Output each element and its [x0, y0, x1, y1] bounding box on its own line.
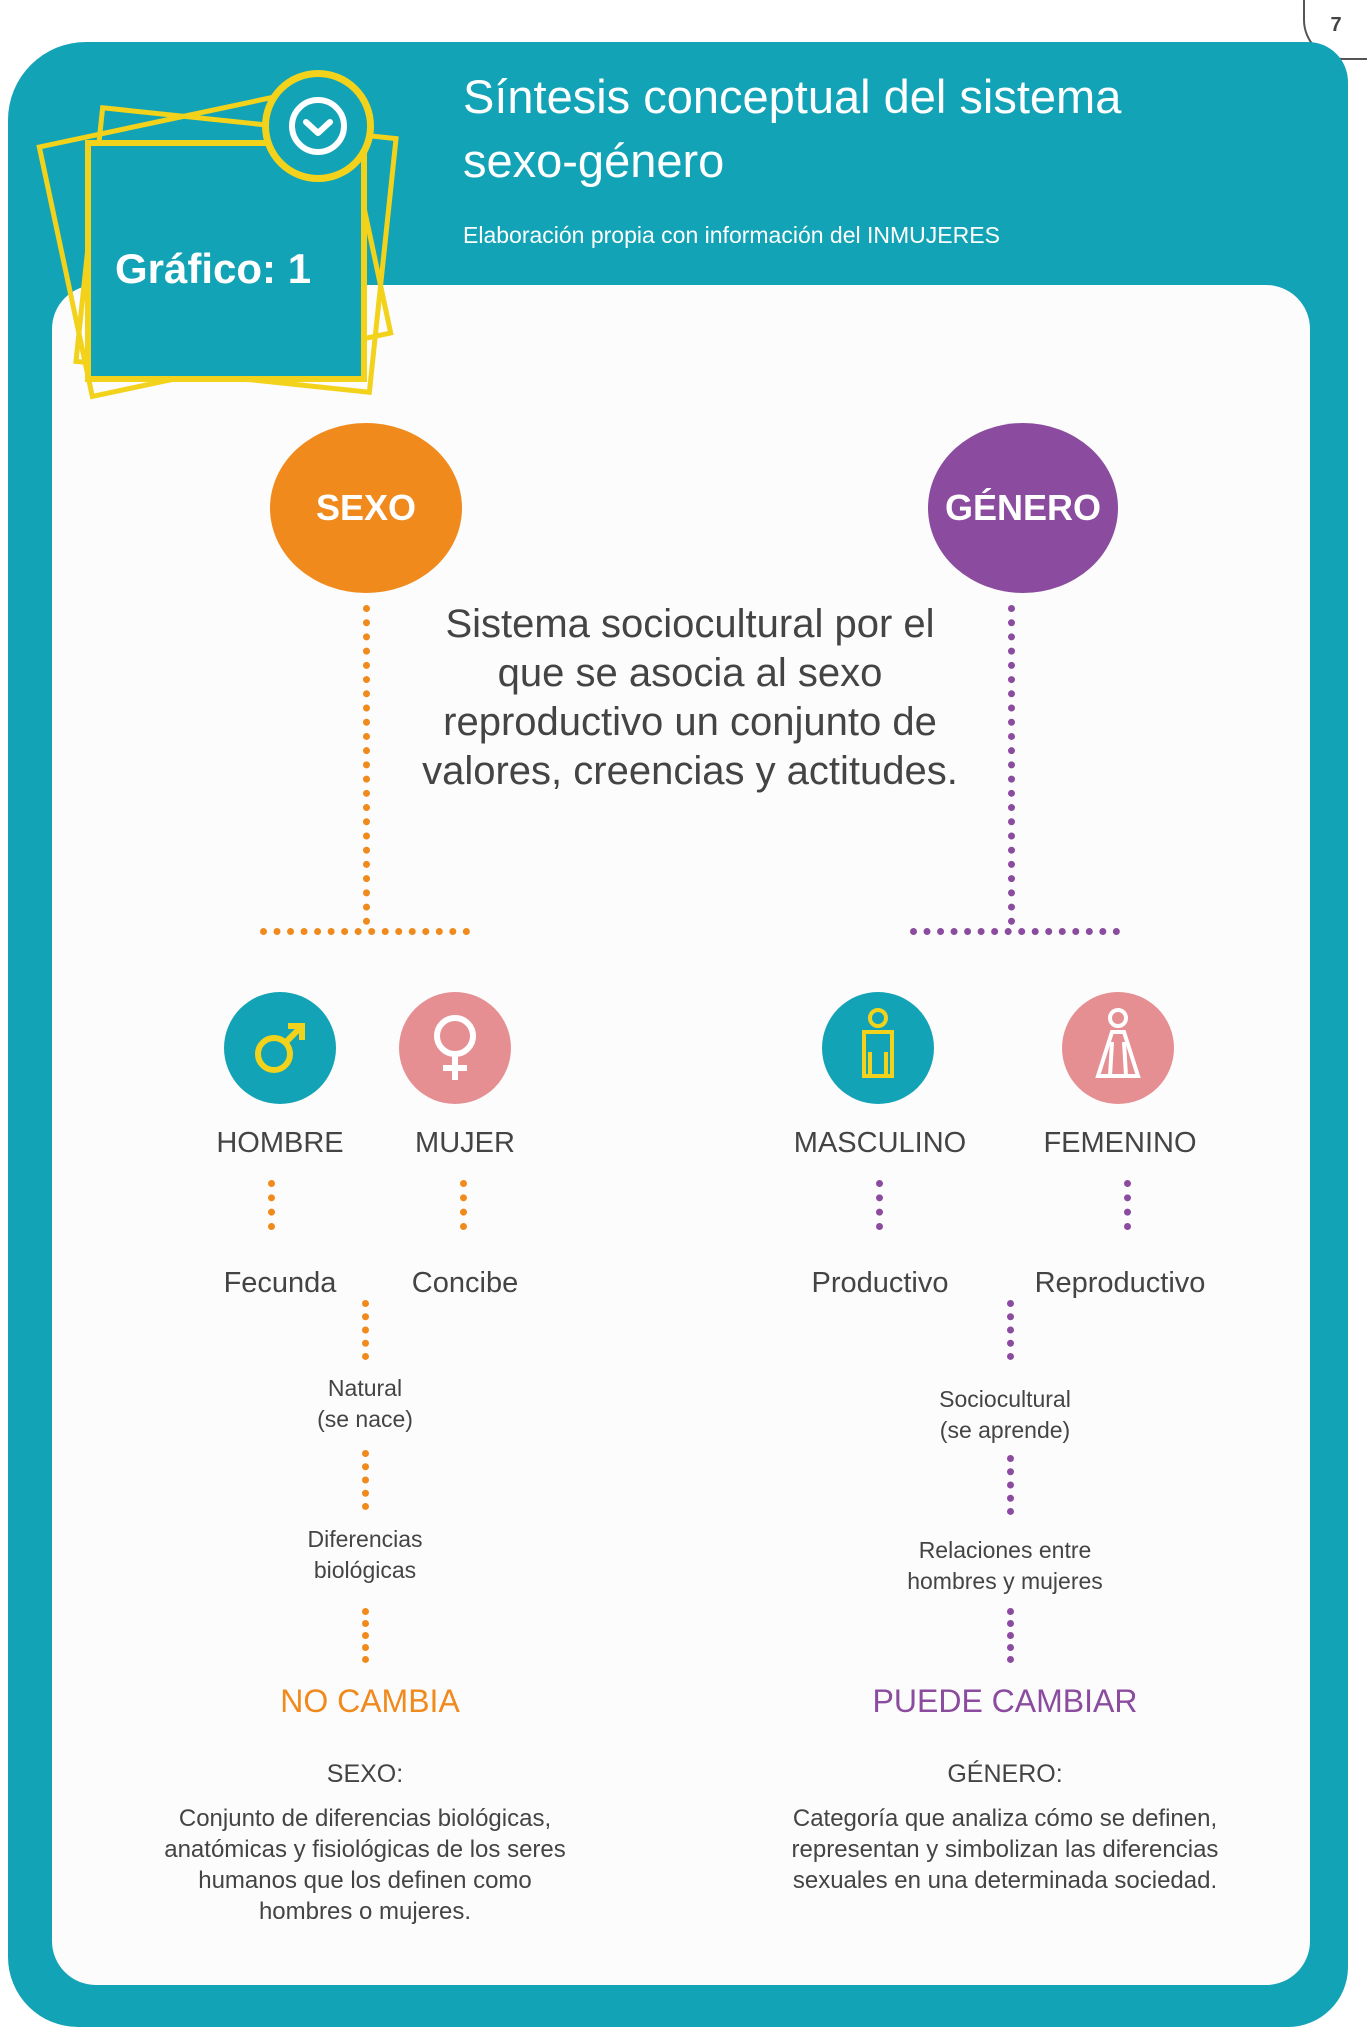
- genero-node: GÉNERO: [928, 423, 1118, 593]
- connector-line: [260, 928, 470, 935]
- connector-line: [362, 1300, 369, 1360]
- sexo-definition: Conjunto de diferencias biológicas, anat…: [164, 1805, 566, 1925]
- puede-cambiar-label: PUEDE CAMBIAR: [872, 1683, 1138, 1719]
- connector-line: [460, 1180, 467, 1230]
- genero-definition: Categoría que analiza cómo se definen, r…: [791, 1805, 1219, 1894]
- connector-line: [362, 1450, 369, 1510]
- concibe-label: Concibe: [411, 1267, 519, 1299]
- reproductivo-label: Reproductivo: [1034, 1267, 1206, 1299]
- connector-line: [1008, 605, 1015, 925]
- sexo-definition-title: SEXO:: [326, 1760, 404, 1788]
- connector-line: [1007, 1608, 1014, 1663]
- genero-definition-title: GÉNERO:: [947, 1760, 1063, 1788]
- page-subtitle: Elaboración propia con información del I…: [463, 222, 1000, 248]
- connector-line: [268, 1180, 275, 1230]
- femenino-label: FEMENINO: [1043, 1127, 1197, 1159]
- page-title: Síntesis conceptual del sistema sexo-gén…: [463, 70, 1122, 187]
- check-circle-icon: [262, 70, 374, 182]
- female-symbol-icon: [399, 992, 511, 1104]
- relaciones-label: Relaciones entre hombres y mujeres: [907, 1537, 1103, 1594]
- hombre-label: HOMBRE: [216, 1127, 344, 1159]
- connector-line: [1007, 1300, 1014, 1360]
- no-cambia-label: NO CAMBIA: [280, 1683, 460, 1719]
- fecunda-label: Fecunda: [223, 1267, 337, 1299]
- connector-line: [1124, 1180, 1131, 1230]
- feminine-figure-icon: [1062, 992, 1174, 1104]
- badge-label: Gráfico: 1: [115, 245, 312, 292]
- connector-line: [876, 1180, 883, 1230]
- mujer-label: MUJER: [415, 1127, 515, 1159]
- connector-line: [363, 605, 370, 925]
- productivo-label: Productivo: [811, 1267, 949, 1299]
- masculino-label: MASCULINO: [793, 1127, 967, 1159]
- masculine-figure-icon: [822, 992, 934, 1104]
- diferencias-label: Diferencias biológicas: [307, 1526, 423, 1583]
- central-text: Sistema sociocultural por el que se asoc…: [422, 602, 958, 793]
- natural-label: Natural (se nace): [317, 1375, 413, 1432]
- connector-line: [910, 928, 1120, 935]
- connector-line: [362, 1608, 369, 1663]
- sociocultural-label: Sociocultural (se aprende): [939, 1386, 1071, 1443]
- male-symbol-icon: [224, 992, 336, 1104]
- content-panel: [52, 285, 1310, 1985]
- connector-line: [1007, 1455, 1014, 1515]
- sexo-node: SEXO: [270, 423, 462, 593]
